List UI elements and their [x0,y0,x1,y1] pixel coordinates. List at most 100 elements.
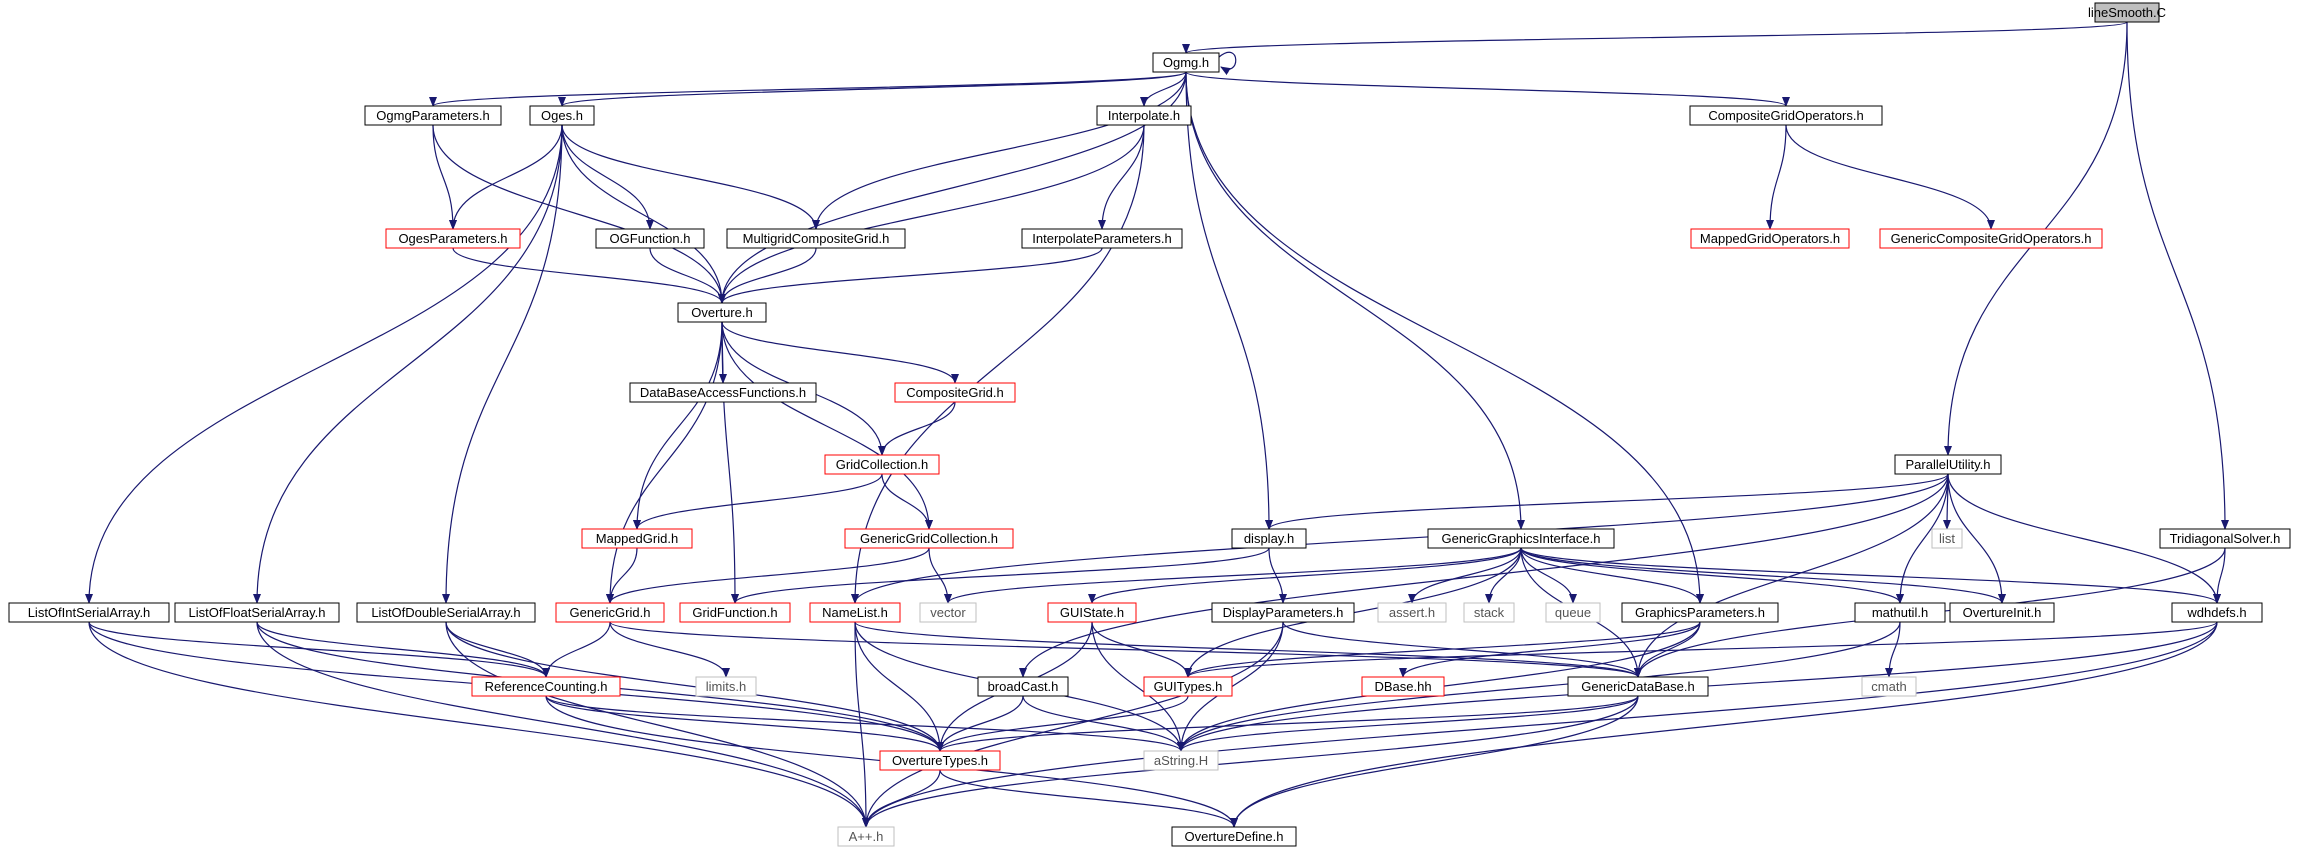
node-box [1567,676,1709,697]
node-box [1361,676,1445,697]
node-label: aString.H [1154,753,1208,768]
node-guistate[interactable]: GUIState.h [1047,602,1137,623]
node-box [1689,105,1883,126]
node-box [529,105,595,126]
node-mapped-grid[interactable]: MappedGrid.h [581,528,693,549]
node-mathutil[interactable]: mathutil.h [1854,602,1946,623]
node-overture[interactable]: Overture.h [677,302,767,323]
edge-interpolate-to-interpolate-parameters [1098,124,1145,230]
edge-oges-to-ogfunction [561,124,654,230]
node-box [1096,105,1192,126]
node-overture-define[interactable]: OvertureDefine.h [1171,826,1297,847]
node-vector[interactable]: vector [919,602,977,623]
node-oges-parameters[interactable]: OgesParameters.h [385,228,521,249]
node-line-smooth[interactable]: lineSmooth.C [2088,2,2166,23]
node-cmath[interactable]: cmath [1861,676,1917,697]
node-interpolate[interactable]: Interpolate.h [1096,105,1192,126]
node-label: Overture.h [691,305,752,320]
node-ogmg-parameters[interactable]: OgmgParameters.h [364,105,502,126]
edge-graphics-parameters-to-dbase [1399,621,1701,678]
node-name-list[interactable]: NameList.h [809,602,901,623]
node-parallel-utility[interactable]: ParallelUtility.h [1894,454,2002,475]
edge-interpolate-to-name-list [851,124,1145,604]
edge-wdhdefs-to-aplusplus [862,621,2218,828]
node-grid-function[interactable]: GridFunction.h [679,602,791,623]
node-wdhdefs[interactable]: wdhdefs.h [2171,602,2263,623]
node-limits[interactable]: limits.h [695,676,757,697]
edge-graphics-parameters-to-guitypes [1184,621,1701,678]
node-broad-cast[interactable]: broadCast.h [977,676,1069,697]
node-list-of-float-serial-array[interactable]: ListOfFloatSerialArray.h [174,602,340,623]
node-box [629,382,817,403]
node-interpolate-parameters[interactable]: InterpolateParameters.h [1021,228,1183,249]
edge-list-of-double-serial-array-to-reference-counting [445,621,550,678]
node-label: DataBaseAccessFunctions.h [640,385,806,400]
node-box [1690,228,1850,249]
node-ogmg[interactable]: Ogmg.h [1152,52,1220,73]
edge-display-to-display-parameters [1268,547,1287,604]
edge-list-of-double-serial-array-to-aplusplus [445,621,870,828]
node-ogfunction[interactable]: OGFunction.h [595,228,705,249]
node-label: Oges.h [541,108,583,123]
node-graphics-parameters[interactable]: GraphicsParameters.h [1621,602,1779,623]
edge-parallel-utility-to-generic-data-base [1634,473,1949,678]
edge-broad-cast-to-overture-types [936,695,1024,752]
node-list-of-int-serial-array[interactable]: ListOfIntSerialArray.h [8,602,170,623]
node-box [1894,454,2002,475]
node-asserth[interactable]: assert.h [1377,602,1447,623]
edge-generic-graphics-interface-to-stack [1485,547,1522,604]
node-multigrid-composite-grid[interactable]: MultigridCompositeGrid.h [726,228,906,249]
node-tridiagonal-solver[interactable]: TridiagonalSolver.h [2159,528,2291,549]
node-label: DBase.hh [1374,679,1431,694]
node-mapped-grid-operators[interactable]: MappedGridOperators.h [1690,228,1850,249]
node-display-parameters[interactable]: DisplayParameters.h [1211,602,1355,623]
node-label: assert.h [1389,605,1435,620]
node-generic-composite-grid-operators[interactable]: GenericCompositeGridOperators.h [1879,228,2103,249]
node-list-of-double-serial-array[interactable]: ListOfDoubleSerialArray.h [356,602,536,623]
node-generic-grid[interactable]: GenericGrid.h [555,602,665,623]
node-box [385,228,521,249]
node-box [356,602,536,623]
edge-generic-data-base-to-overture-define [1230,695,1639,828]
node-overture-types[interactable]: OvertureTypes.h [879,750,1001,771]
edge-wdhdefs-to-guitypes [1184,621,2218,678]
edge-ogmg-to-multigrid-composite-grid [812,71,1187,230]
node-stack[interactable]: stack [1463,602,1515,623]
node-queue[interactable]: queue [1545,602,1601,623]
edge-oges-to-list-of-int-serial-array [85,124,563,604]
node-guitypes[interactable]: GUITypes.h [1143,676,1233,697]
node-list[interactable]: list [1931,528,1963,549]
node-label: GridFunction.h [692,605,777,620]
node-box [1949,602,2055,623]
node-box [726,228,906,249]
node-dbase[interactable]: DBase.hh [1361,676,1445,697]
node-generic-data-base[interactable]: GenericDataBase.h [1567,676,1709,697]
node-reference-counting[interactable]: ReferenceCounting.h [471,676,621,697]
edge-generic-graphics-interface-to-guistate [1088,547,1522,604]
node-label: MappedGrid.h [596,531,678,546]
node-oges[interactable]: Oges.h [529,105,595,126]
edge-line-smooth-to-tridiagonal-solver [2126,21,2229,530]
edge-grid-collection-to-mapped-grid [633,473,883,530]
node-box [1231,528,1307,549]
edge-generic-graphics-interface-to-graphics-parameters [1520,547,1704,604]
node-overture-init[interactable]: OvertureInit.h [1949,602,2055,623]
edge-generic-graphics-interface-to-vector [944,547,1522,604]
node-display[interactable]: display.h [1231,528,1307,549]
edge-list-of-float-serial-array-to-reference-counting [256,621,550,678]
node-label: ListOfFloatSerialArray.h [188,605,325,620]
edge-generic-data-base-to-overture-types [936,695,1639,752]
node-composite-grid[interactable]: CompositeGrid.h [894,382,1016,403]
node-aplusplus[interactable]: A++.h [837,826,895,847]
node-grid-collection[interactable]: GridCollection.h [824,454,940,475]
node-box [2171,602,2263,623]
node-generic-graphics-interface[interactable]: GenericGraphicsInterface.h [1427,528,1615,549]
node-composite-grid-operators[interactable]: CompositeGridOperators.h [1689,105,1883,126]
node-a-string[interactable]: aString.H [1143,750,1219,771]
node-generic-grid-collection[interactable]: GenericGridCollection.h [844,528,1014,549]
node-data-base-access-functions[interactable]: DataBaseAccessFunctions.h [629,382,817,403]
edge-overture-to-composite-grid [721,321,959,384]
edge-ogmg-to-display [1185,71,1273,530]
edge-ogmg-to-generic-graphics-interface [1185,71,1525,530]
